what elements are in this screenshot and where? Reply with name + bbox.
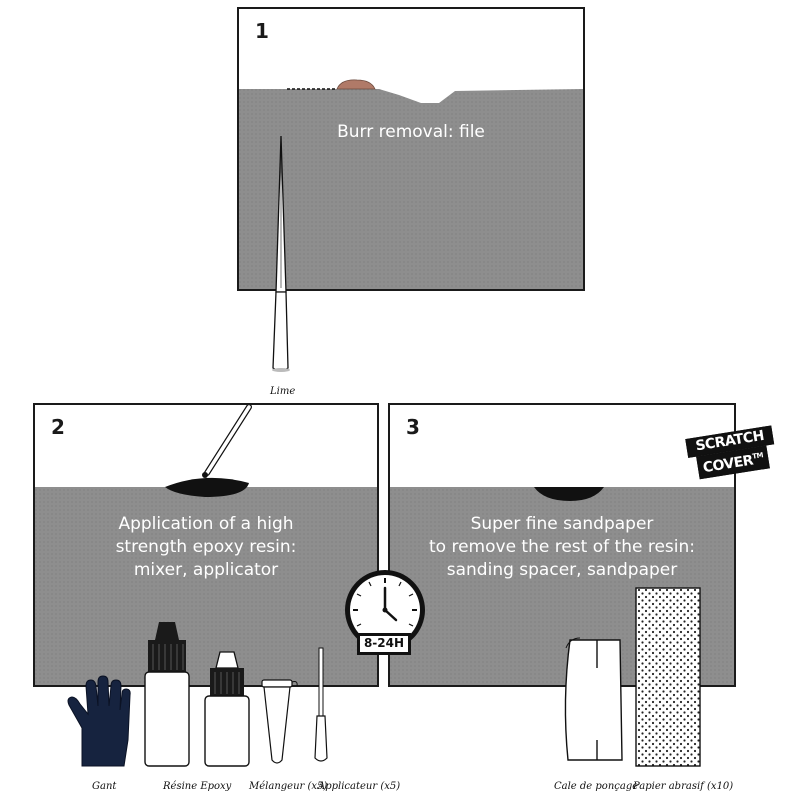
step-number: 3 — [406, 415, 420, 439]
applicator-label: Applicateur (x5) — [318, 781, 401, 792]
step-1-panel: 1 Burr removal: file — [237, 7, 585, 291]
mixer-icon — [261, 679, 298, 764]
step-caption: Application of a high strength epoxy res… — [115, 514, 297, 580]
logo-trademark: TM — [751, 451, 764, 461]
logo-line-2: COVER — [701, 452, 755, 477]
step-caption: Burr removal: file — [337, 122, 485, 142]
mixer-label: Mélangeur (x5) — [249, 781, 328, 792]
step-number: 1 — [255, 19, 269, 43]
burr — [336, 79, 376, 90]
glove-icon — [67, 675, 131, 767]
glove-label: Gant — [92, 781, 117, 792]
step-number: 2 — [51, 415, 65, 439]
epoxy-resin-fill — [165, 477, 249, 497]
step-2-panel: 2 Application of a high strength epoxy r… — [33, 403, 379, 687]
step-caption: Super fine sandpaper to remove the rest … — [429, 514, 695, 580]
timer-duration: 8-24H — [363, 636, 405, 650]
epoxy-label: Résine Epoxy — [163, 781, 232, 792]
epoxy-resin-remaining — [534, 487, 604, 501]
file-label: Lime — [270, 386, 296, 397]
surface-cross-section — [239, 79, 583, 289]
applicator-tip — [205, 405, 251, 475]
step-3-panel: 3 Super fine sandpaper to remove the res… — [388, 403, 736, 687]
sanding-block-label: Cale de ponçage — [554, 781, 639, 792]
sandpaper-label: Papier abrasif (x10) — [633, 781, 734, 792]
